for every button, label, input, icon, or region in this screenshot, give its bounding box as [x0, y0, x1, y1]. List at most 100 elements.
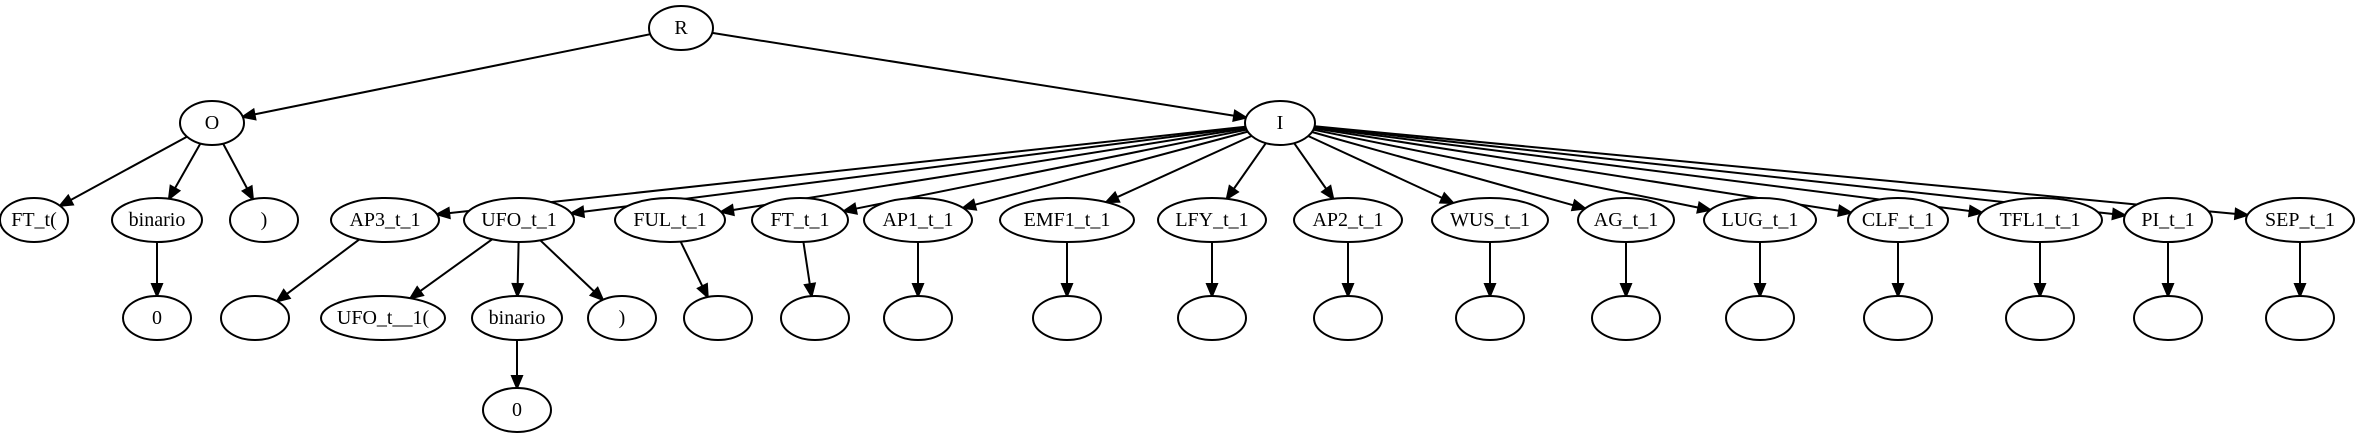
edge-i-to-ap2-t-1: [1293, 142, 1335, 201]
node-sep-t-1: SEP_t_1: [2245, 197, 2355, 243]
node-o: O: [179, 100, 245, 146]
node-ellipse: [1577, 197, 1675, 243]
edge-r-to-i: [712, 31, 1249, 123]
node-label: binario: [489, 307, 546, 329]
arrowhead: [275, 288, 292, 303]
node-ellipse: [482, 387, 552, 433]
edge-line: [539, 239, 595, 293]
arrowhead: [718, 203, 735, 217]
arrowhead: [1232, 109, 1249, 123]
node-clf-t-1: CLF_t_1: [1847, 197, 1949, 243]
node-ft-t-1: FT_t_1: [751, 197, 849, 243]
node-close-o: ): [229, 197, 299, 243]
edge-line: [222, 143, 249, 190]
node-label: WUS_t_1: [1450, 209, 1530, 231]
arrowhead: [1837, 204, 1854, 218]
edges-layer: [57, 31, 2307, 391]
node-pi-t-1: PI_t_1: [2123, 197, 2213, 243]
node-label: R: [674, 17, 688, 39]
node-ap1-t-1: AP1_t_1: [863, 197, 973, 243]
node-ellipse: [1703, 197, 1817, 243]
edge-binario-ufo-to-zero-ufo: [510, 340, 524, 391]
node-lfy-child: [1177, 295, 1247, 341]
node-wus-t-1: WUS_t_1: [1431, 197, 1549, 243]
node-label: ): [261, 209, 268, 231]
node-emf1-t-1: EMF1_t_1: [999, 197, 1135, 243]
node-ful-t-1: FUL_t_1: [614, 197, 726, 243]
node-ellipse: [463, 197, 575, 243]
node-wus-child: [1455, 295, 1525, 341]
node-label: LFY_t_1: [1175, 209, 1248, 231]
arrowhead: [2161, 283, 2175, 299]
node-lug-child: [1725, 295, 1795, 341]
node-label: O: [205, 112, 219, 134]
arrowhead: [1060, 283, 1074, 299]
node-ap1-child: [883, 295, 953, 341]
node-label: SEP_t_1: [2265, 209, 2335, 231]
node-binario-o: binario: [111, 197, 203, 243]
node-tfl1-t-1: TFL1_t_1: [1977, 197, 2103, 243]
node-label: UFO_t_1: [481, 209, 557, 231]
node-label: EMF1_t_1: [1024, 209, 1111, 231]
node-ellipse: [2123, 197, 2213, 243]
edge-i-to-ufo-t-1: [568, 126, 1246, 219]
edge-line: [1311, 131, 1574, 207]
edge-i-to-sep-t-1: [1314, 125, 2251, 221]
edge-tfl1-t-1-to-tfl1-child: [2033, 242, 2047, 299]
node-label: AP2_t_1: [1312, 209, 1383, 231]
arrowhead: [1696, 201, 1713, 214]
edge-i-to-ft-t-1: [841, 128, 1247, 215]
edge-ap2-t-1-to-ap2-child: [1341, 242, 1355, 299]
edge-line: [1314, 125, 2114, 215]
arrowhead: [2233, 207, 2251, 221]
edge-i-to-tfl1-t-1: [1314, 126, 1985, 218]
node-ellipse: [220, 295, 290, 341]
node-zero-ufo: 0: [482, 387, 552, 433]
edge-line: [286, 238, 360, 295]
node-label: FT_t(: [11, 209, 57, 231]
edge-ful-t-1-to-ful-child: [679, 241, 709, 300]
node-label: AP3_t_1: [349, 209, 420, 231]
node-tfl1-child: [2005, 295, 2075, 341]
node-ellipse: [883, 295, 953, 341]
arrowhead: [1225, 184, 1240, 201]
edge-line: [679, 241, 704, 287]
arrowhead: [408, 285, 425, 300]
node-ellipse: [2133, 295, 2203, 341]
arrowhead: [2033, 283, 2047, 299]
arrowhead: [434, 206, 451, 220]
arrowhead: [841, 202, 858, 215]
arrowhead: [1438, 191, 1456, 205]
edge-wus-t-1-to-wus-child: [1483, 242, 1497, 299]
node-label: binario: [129, 209, 186, 231]
node-ful-child: [683, 295, 753, 341]
node-ellipse: [1847, 197, 1949, 243]
arrowhead: [150, 283, 164, 299]
node-ellipse: [0, 197, 69, 243]
arrowhead: [241, 184, 255, 202]
node-ap3-t-1: AP3_t_1: [330, 197, 440, 243]
arrowhead: [588, 286, 605, 302]
node-ellipse: [683, 295, 753, 341]
edge-line: [448, 125, 1246, 215]
edge-o-to-binario-o: [167, 143, 202, 202]
node-ellipse: [587, 295, 657, 341]
node-ellipse: [1455, 295, 1525, 341]
node-ellipse: [1313, 295, 1383, 341]
node-label: TFL1_t_1: [1999, 209, 2080, 231]
node-ellipse: [471, 295, 563, 341]
arrowhead: [510, 375, 524, 391]
edge-line: [583, 126, 1246, 213]
edge-binario-o-to-zero-o: [150, 242, 164, 299]
node-ft-t-open: FT_t(: [0, 197, 69, 243]
arrowhead: [2293, 283, 2307, 299]
edge-line: [1313, 127, 1840, 212]
edge-i-to-emf1-t-1: [1103, 134, 1253, 204]
arrowhead: [803, 282, 817, 299]
node-ellipse: [1591, 295, 1661, 341]
node-label: ): [619, 307, 626, 329]
arrowhead: [1205, 283, 1219, 299]
edge-line: [1116, 134, 1253, 199]
node-ellipse: [1977, 197, 2103, 243]
